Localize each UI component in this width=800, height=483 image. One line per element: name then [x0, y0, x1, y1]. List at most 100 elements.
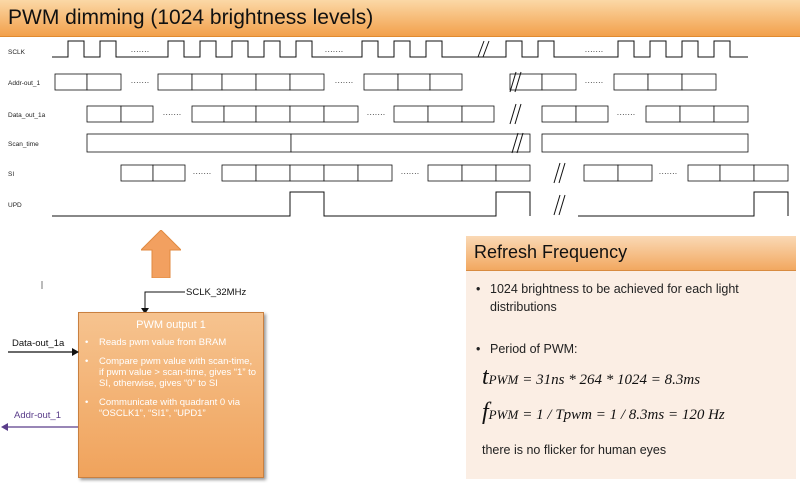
clock-label: SCLK_32MHz — [186, 287, 247, 298]
pwm-box-item: •Reads pwm value from BRAM — [85, 337, 227, 348]
bullet: • — [476, 342, 481, 356]
output-label: Addr-out_1 — [14, 410, 62, 421]
formula-period: tPWM = 31ns * 264 * 1024 = 8.3ms — [482, 364, 701, 390]
ellipsis-dots: ······· — [163, 110, 182, 119]
ellipsis-dots: ······· — [367, 110, 386, 119]
refresh-item: • 1024 brightness to be achieved for eac… — [476, 282, 739, 314]
scantime-cell — [290, 133, 531, 153]
ellipsis-dots: ······· — [585, 78, 604, 87]
data-cell — [393, 105, 429, 123]
input-label: Data-out_1a — [12, 338, 65, 349]
si-cell — [687, 164, 721, 182]
ellipsis-dots: ······· — [335, 78, 354, 87]
addr-cell — [255, 73, 291, 91]
addr-cell — [541, 73, 577, 91]
bullet: • — [476, 282, 481, 296]
break-mark — [516, 132, 524, 154]
data-cell — [575, 105, 609, 123]
page-title: PWM dimming (1024 brightness levels) — [8, 6, 374, 29]
tick-mark — [41, 281, 43, 289]
data-cell — [461, 105, 495, 123]
data-cell — [289, 105, 325, 123]
data-cell — [541, 105, 577, 123]
refresh-item: • Period of PWM: — [476, 342, 578, 356]
si-cell — [120, 164, 154, 182]
break-mark — [558, 194, 566, 216]
addr-cell — [191, 73, 223, 91]
si-cell — [461, 164, 497, 182]
pwm-box-title: PWM output 1 — [136, 319, 206, 331]
data-cell — [645, 105, 681, 123]
ellipsis-dots: ······· — [193, 169, 212, 178]
output-arrow-icon — [1, 423, 78, 431]
addr-cell — [221, 73, 257, 91]
break-mark — [514, 103, 522, 125]
pwm-box-list: •Reads pwm value from BRAM •Compare pwm … — [85, 337, 259, 427]
scantime-cell — [541, 133, 749, 153]
si-cell — [753, 164, 789, 182]
ellipsis-dots: ······· — [585, 47, 604, 56]
row-label: Data_out_1a — [8, 112, 46, 119]
si-cell — [495, 164, 531, 182]
addr-cell — [647, 73, 683, 91]
data-cell — [120, 105, 154, 123]
ellipsis-dots: ······· — [131, 47, 150, 56]
data-cell — [679, 105, 715, 123]
break-mark — [511, 132, 519, 154]
si-cell — [357, 164, 393, 182]
formula-frequency: fPWM = 1 / Tpwm = 1 / 8.3ms = 120 Hz — [482, 399, 725, 425]
refresh-frequency-box: Refresh Frequency • 1024 brightness to b… — [466, 236, 796, 479]
scantime-cell — [86, 133, 292, 153]
bullet: • — [85, 356, 89, 367]
data-cell — [255, 105, 291, 123]
si-cell — [617, 164, 653, 182]
si-cell — [719, 164, 755, 182]
flicker-note: there is no flicker for human eyes — [482, 443, 667, 457]
clock-arrow-icon — [141, 291, 185, 314]
break-mark — [514, 71, 522, 93]
addr-cell — [54, 73, 88, 91]
bullet: • — [85, 337, 89, 348]
si-cell — [289, 164, 325, 182]
refresh-title: Refresh Frequency — [474, 242, 628, 262]
si-cell — [152, 164, 186, 182]
data-cell — [86, 105, 122, 123]
addr-cell — [363, 73, 399, 91]
row-label: UPD — [8, 202, 22, 209]
ellipsis-dots: ······· — [325, 47, 344, 56]
pwm-output-box: PWM output 1 •Reads pwm value from BRAM … — [78, 312, 264, 478]
data-cell — [323, 105, 359, 123]
sclk-waveform — [52, 40, 748, 58]
si-cell — [323, 164, 359, 182]
si-cell — [427, 164, 463, 182]
break-mark — [477, 40, 485, 58]
break-mark — [509, 71, 517, 93]
up-arrow-icon — [141, 230, 181, 278]
title-bar: PWM dimming (1024 brightness levels) — [0, 0, 800, 37]
row-label: SI — [8, 171, 14, 178]
row-label: Addr-out_1 — [8, 80, 41, 87]
addr-cell — [157, 73, 193, 91]
addr-cell — [397, 73, 431, 91]
si-cell — [255, 164, 291, 182]
addr-cell — [429, 73, 463, 91]
ellipsis-dots: ······· — [617, 110, 636, 119]
break-mark — [482, 40, 490, 58]
break-mark — [553, 162, 561, 184]
addr-cell — [86, 73, 122, 91]
si-cell — [221, 164, 257, 182]
data-cell — [427, 105, 463, 123]
row-label: SCLK — [8, 49, 26, 56]
ellipsis-dots: ······· — [131, 78, 150, 87]
input-arrow-icon — [8, 348, 79, 356]
pwm-box-item: •Communicate with quadrant 0 via “OSCLK1… — [85, 397, 240, 419]
row-label: Scan_time — [8, 141, 39, 148]
data-cell — [191, 105, 225, 123]
break-mark — [553, 194, 561, 216]
ellipsis-dots: ······· — [401, 169, 420, 178]
bullet: • — [85, 397, 89, 408]
data-cell — [713, 105, 749, 123]
upd-waveform — [52, 191, 789, 217]
addr-cell — [613, 73, 649, 91]
